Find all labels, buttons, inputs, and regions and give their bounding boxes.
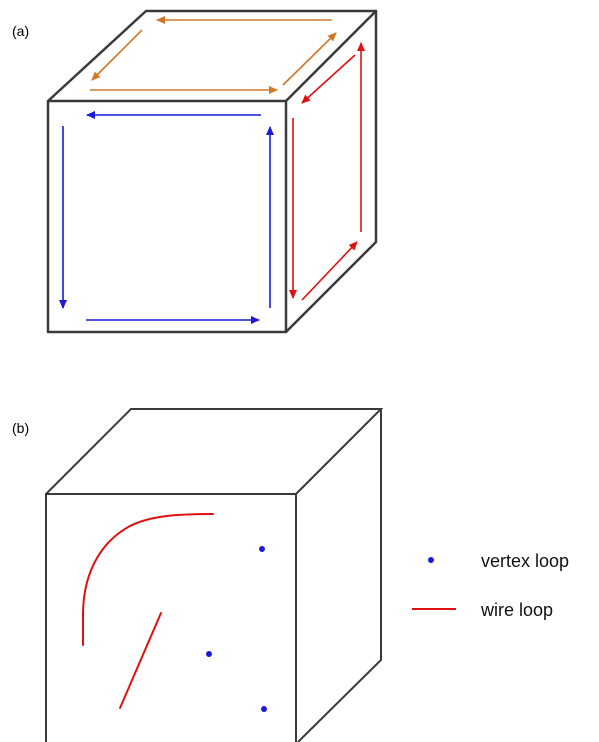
- legend: vertex loop wire loop: [412, 551, 569, 620]
- cube-a-front-face: [46, 99, 288, 334]
- legend-wire-loop-label: wire loop: [480, 600, 553, 620]
- side-arrow-top: [301, 54, 356, 104]
- side-arrow-bottom: [301, 241, 358, 301]
- vertex-loop-dot: [206, 651, 212, 657]
- cube-a-side-face: [285, 11, 378, 333]
- panel-b: (b) vertex loop wire loop: [12, 408, 569, 742]
- panel-a-label: (a): [12, 23, 29, 39]
- cube-b-top-face: [45, 408, 384, 495]
- front-face-arrows: [59, 111, 274, 324]
- wire-loop-curve: [82, 513, 214, 646]
- cube-a: [46, 9, 378, 334]
- cube-b: [45, 408, 384, 742]
- top-arrow-left: [91, 29, 143, 81]
- side-face-arrows: [289, 42, 365, 301]
- legend-vertex-marker: [428, 557, 434, 563]
- panel-b-label: (b): [12, 420, 29, 436]
- cube-a-top-face: [47, 9, 378, 102]
- vertex-loops: [206, 546, 267, 712]
- top-face-arrows: [90, 16, 337, 94]
- top-arrow-right: [282, 32, 337, 86]
- cube-b-side-face: [297, 409, 382, 742]
- vertex-loop-dot: [261, 706, 267, 712]
- wire-loop-line: [119, 612, 162, 709]
- panel-a: (a): [12, 9, 378, 334]
- vertex-loop-dot: [259, 546, 265, 552]
- wire-loops: [82, 513, 214, 709]
- cube-b-front-face: [45, 493, 297, 742]
- legend-vertex-loop-label: vertex loop: [481, 551, 569, 571]
